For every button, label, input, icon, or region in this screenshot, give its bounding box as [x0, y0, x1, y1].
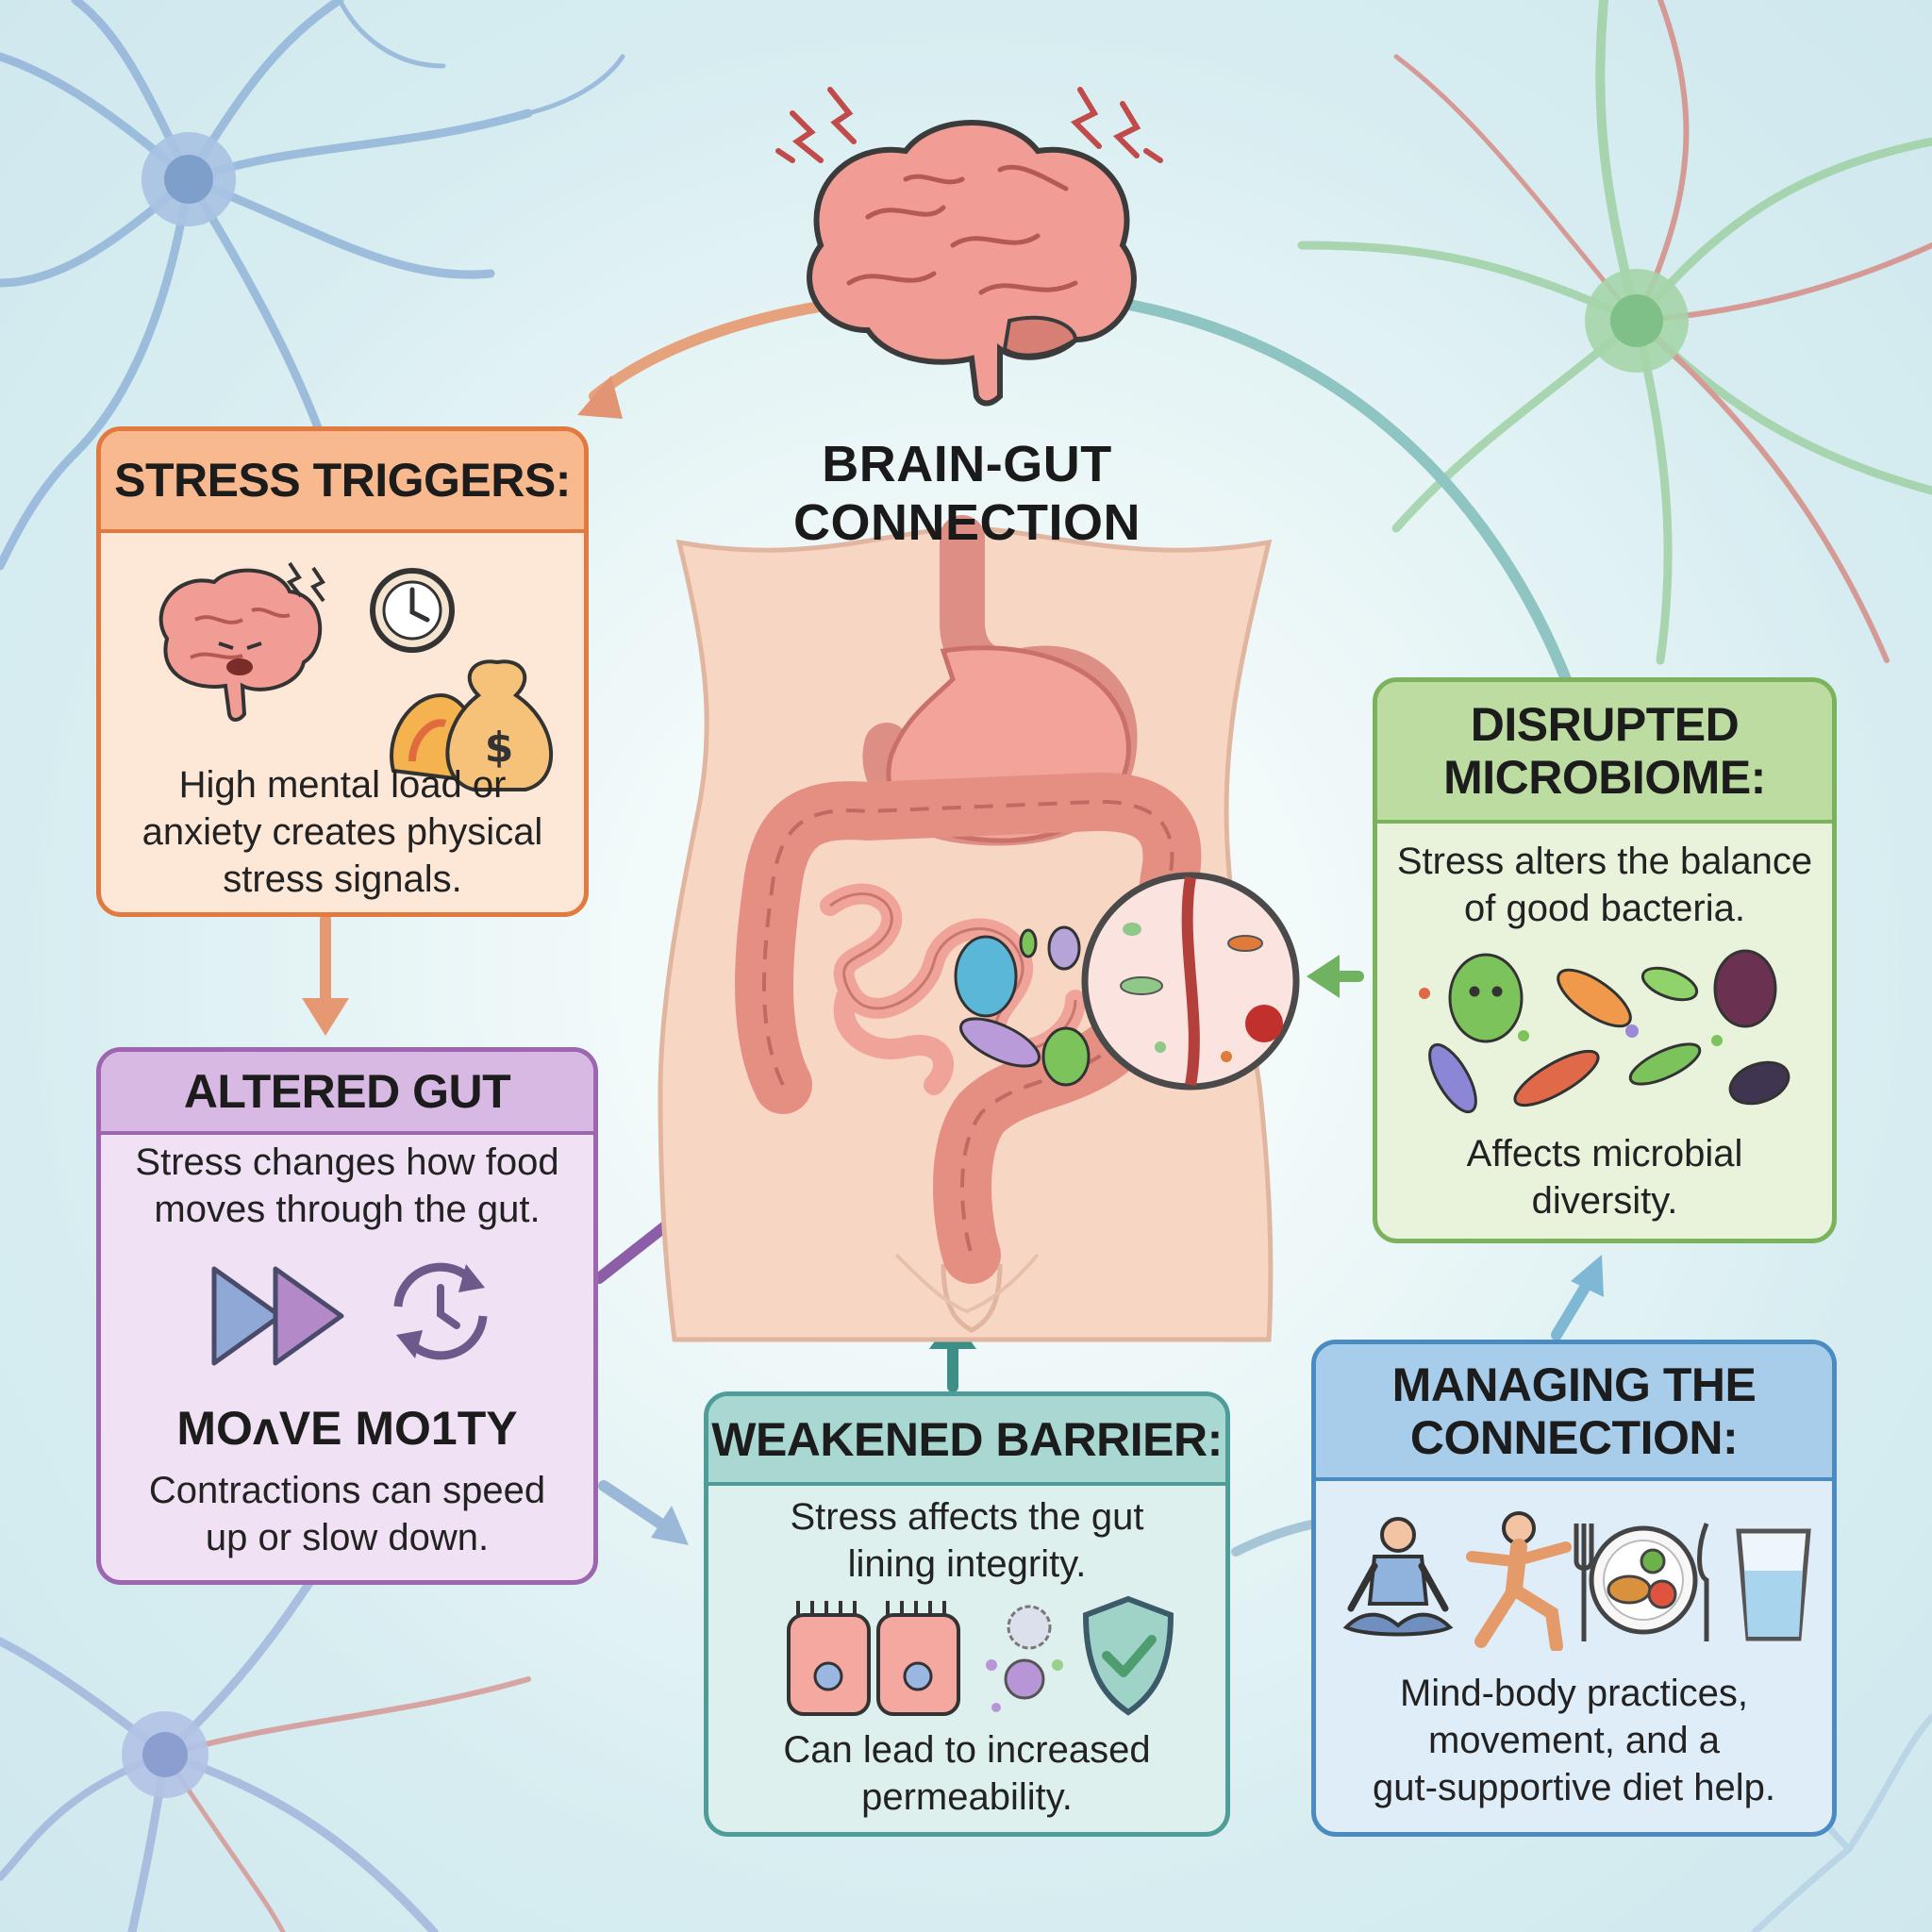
meditation-icon [1342, 1517, 1454, 1637]
gut-bacteria [954, 925, 1091, 1087]
cycle-arc-left [589, 296, 855, 402]
panel-heading: WEAKENED BARRIER: [708, 1396, 1225, 1486]
panel-managing-connection: MANAGING THE CONNECTION: Mind-body pract… [1311, 1340, 1837, 1837]
panel-body-text: Stress changes how food moves through th… [135, 1141, 559, 1230]
brain-icon [775, 87, 1163, 407]
panel-heading: ALTERED GUT [101, 1052, 593, 1135]
diagram-title: BRAIN-GUT CONNECTION [736, 436, 1198, 552]
panel-body-text: Stress alters the balance of good bacter… [1396, 841, 1813, 929]
fast-forward-icon [211, 1266, 344, 1366]
panel-body-text: Stress affects the gut lining integrity. [790, 1496, 1144, 1585]
panel-heading: STRESS TRIGGERS: [101, 431, 584, 533]
bacteria-icon [1419, 949, 1790, 1114]
panel-heading: DISRUPTED MICROBIOME: [1377, 682, 1832, 824]
clock-icon [370, 568, 455, 653]
magnifier-lens [1081, 872, 1300, 1091]
panel-body-text: Mind-body practices, movement, and a gut… [1373, 1673, 1775, 1808]
panel-subtext: Affects microbial diversity. [1466, 1133, 1743, 1222]
money-bag-icon: $ [390, 659, 554, 791]
title-line-2: CONNECTION [793, 493, 1141, 551]
panel-heading: MANAGING THE CONNECTION: [1316, 1344, 1832, 1481]
title-line-1: BRAIN-GUT [822, 436, 1112, 492]
panel-subtext: Contractions can speed up or slow down. [148, 1470, 546, 1558]
water-glass-icon [1736, 1528, 1811, 1641]
shield-check-icon [1082, 1595, 1174, 1716]
svg-text:$: $ [485, 724, 514, 772]
panel-disrupted-microbiome: DISRUPTED MICROBIOME: Stress alters the … [1373, 677, 1837, 1243]
panel-altered-gut: ALTERED GUT Stress changes how food move… [96, 1047, 598, 1585]
panel-body-text: High mental load or anxiety creates phys… [142, 764, 543, 900]
gut-cells-icon [787, 1601, 960, 1716]
panel-weakened-barrier: WEAKENED BARRIER: Stress affects the gut… [704, 1391, 1230, 1837]
immune-cells-icon [986, 1605, 1063, 1712]
exercise-icon [1466, 1511, 1572, 1651]
cycle-clock-icon [393, 1262, 488, 1360]
plate-icon [1574, 1523, 1709, 1641]
panel-subtext: Can lead to increased permeability. [783, 1729, 1151, 1818]
panel-stress-triggers: STRESS TRIGGERS: $ High mental load or a… [96, 426, 589, 917]
cycle-arc-right [1108, 296, 1572, 685]
panel-subheading: MOʌVE MO1TY [176, 1402, 518, 1455]
stressed-brain-icon [158, 561, 325, 722]
